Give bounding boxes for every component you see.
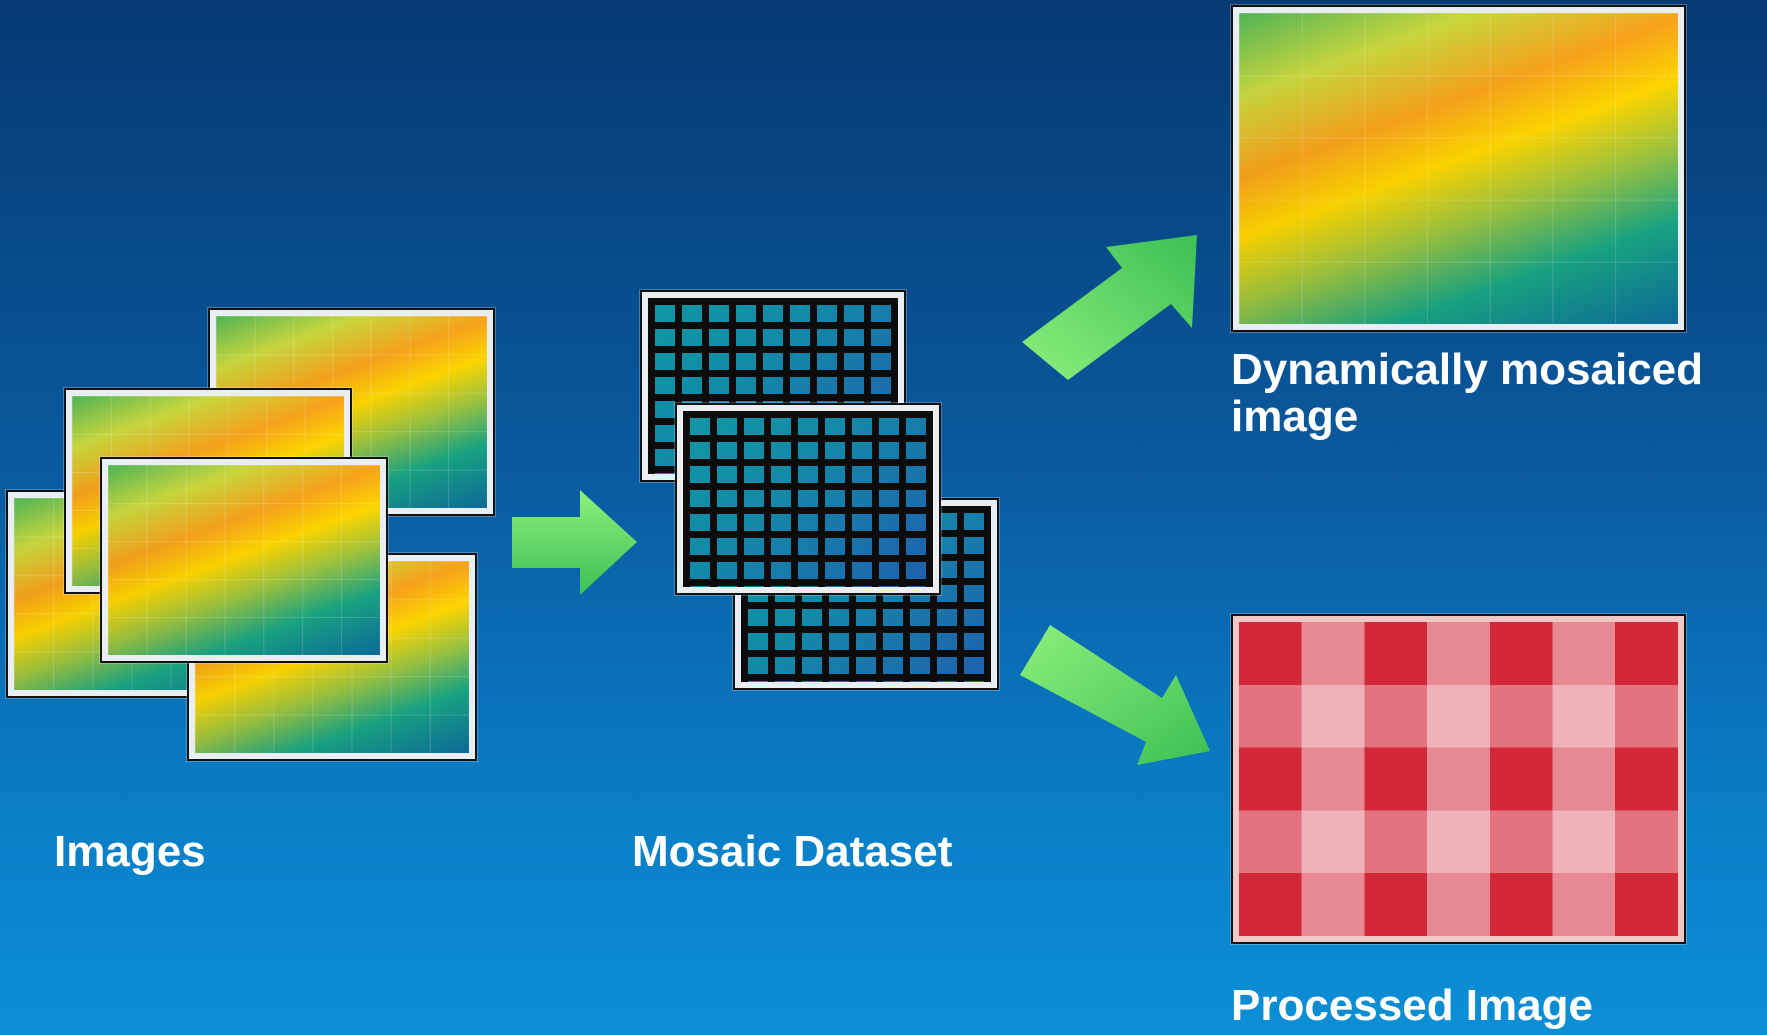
- images-label: Images: [54, 827, 206, 876]
- mosaic-tile-front: [675, 403, 941, 595]
- dynamic-mosaic-label-line1: Dynamically mosaiced: [1231, 345, 1704, 394]
- dynamic-mosaic-label-line2: image: [1231, 392, 1359, 441]
- mosaic-dataset-label: Mosaic Dataset: [632, 827, 953, 876]
- processed-image-label: Processed Image: [1231, 981, 1593, 1030]
- arrow-down-right-icon: [1020, 625, 1210, 765]
- processed-image: [1231, 614, 1686, 944]
- arrow-right-icon: [512, 490, 637, 595]
- dynamic-mosaic-image: [1231, 5, 1686, 332]
- image-tile-front: [100, 457, 388, 663]
- arrow-up-right-icon: [1022, 235, 1197, 380]
